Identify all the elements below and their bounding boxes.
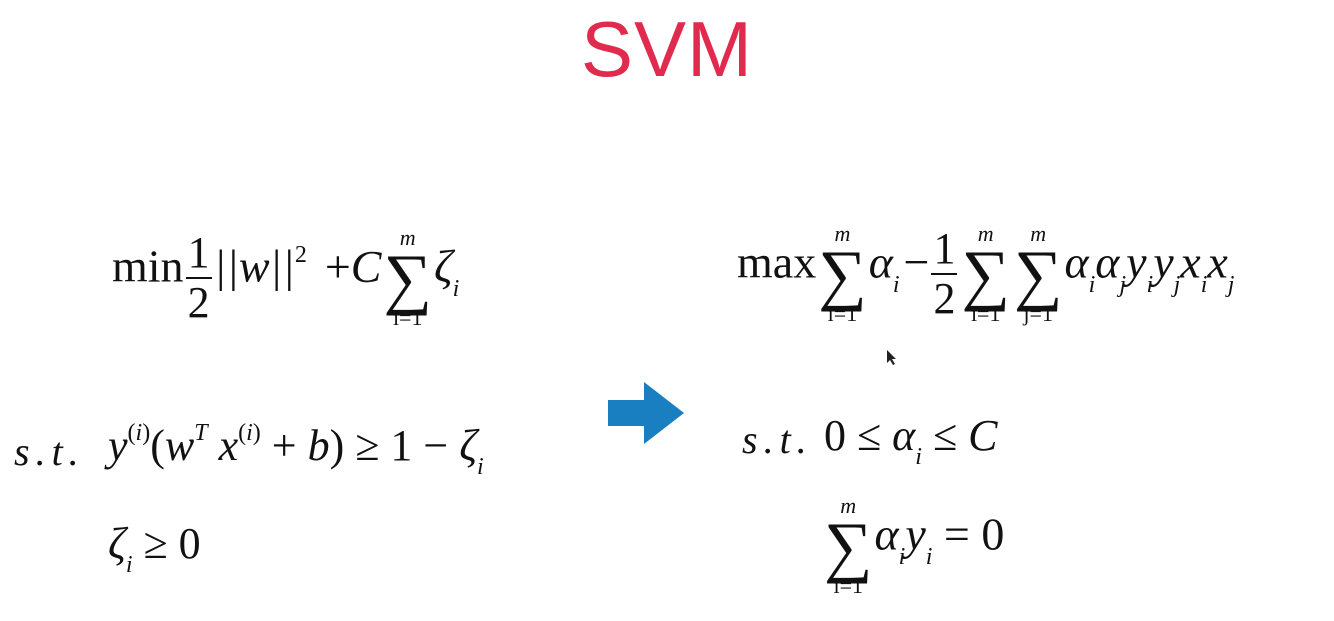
primal-st-label: s.t. bbox=[14, 429, 85, 474]
norm-w: ||w|| bbox=[213, 240, 295, 292]
slide-title: SVM bbox=[580, 5, 754, 93]
norm-exponent: 2 bbox=[294, 241, 307, 268]
primal-constraint-2: ζi ≥ 0 bbox=[108, 519, 201, 578]
dual-sum-1: m∑i=1 bbox=[818, 221, 867, 326]
primal-constraint-1: y(i)(wT x(i) + b) ≥ 1 − ζi bbox=[108, 420, 484, 480]
dual-constraint-1: 0 ≤ αi ≤ C bbox=[824, 411, 998, 470]
right-arrow-icon bbox=[608, 382, 684, 444]
dual-sum-2: m∑i=1 bbox=[961, 221, 1010, 326]
zeta-symbol: ζ bbox=[433, 240, 453, 292]
plus-c: +C bbox=[324, 240, 382, 292]
max-operator: max bbox=[737, 236, 817, 288]
mouse-cursor-icon bbox=[887, 350, 896, 365]
min-operator: min bbox=[112, 240, 184, 292]
dual-st-label: s.t. bbox=[742, 417, 813, 462]
dual-constraint-sum: m∑i=1 bbox=[824, 493, 873, 598]
primal-sum: m∑i=1 bbox=[383, 225, 432, 330]
dual-sum-3: m∑j=1 bbox=[1013, 221, 1063, 326]
